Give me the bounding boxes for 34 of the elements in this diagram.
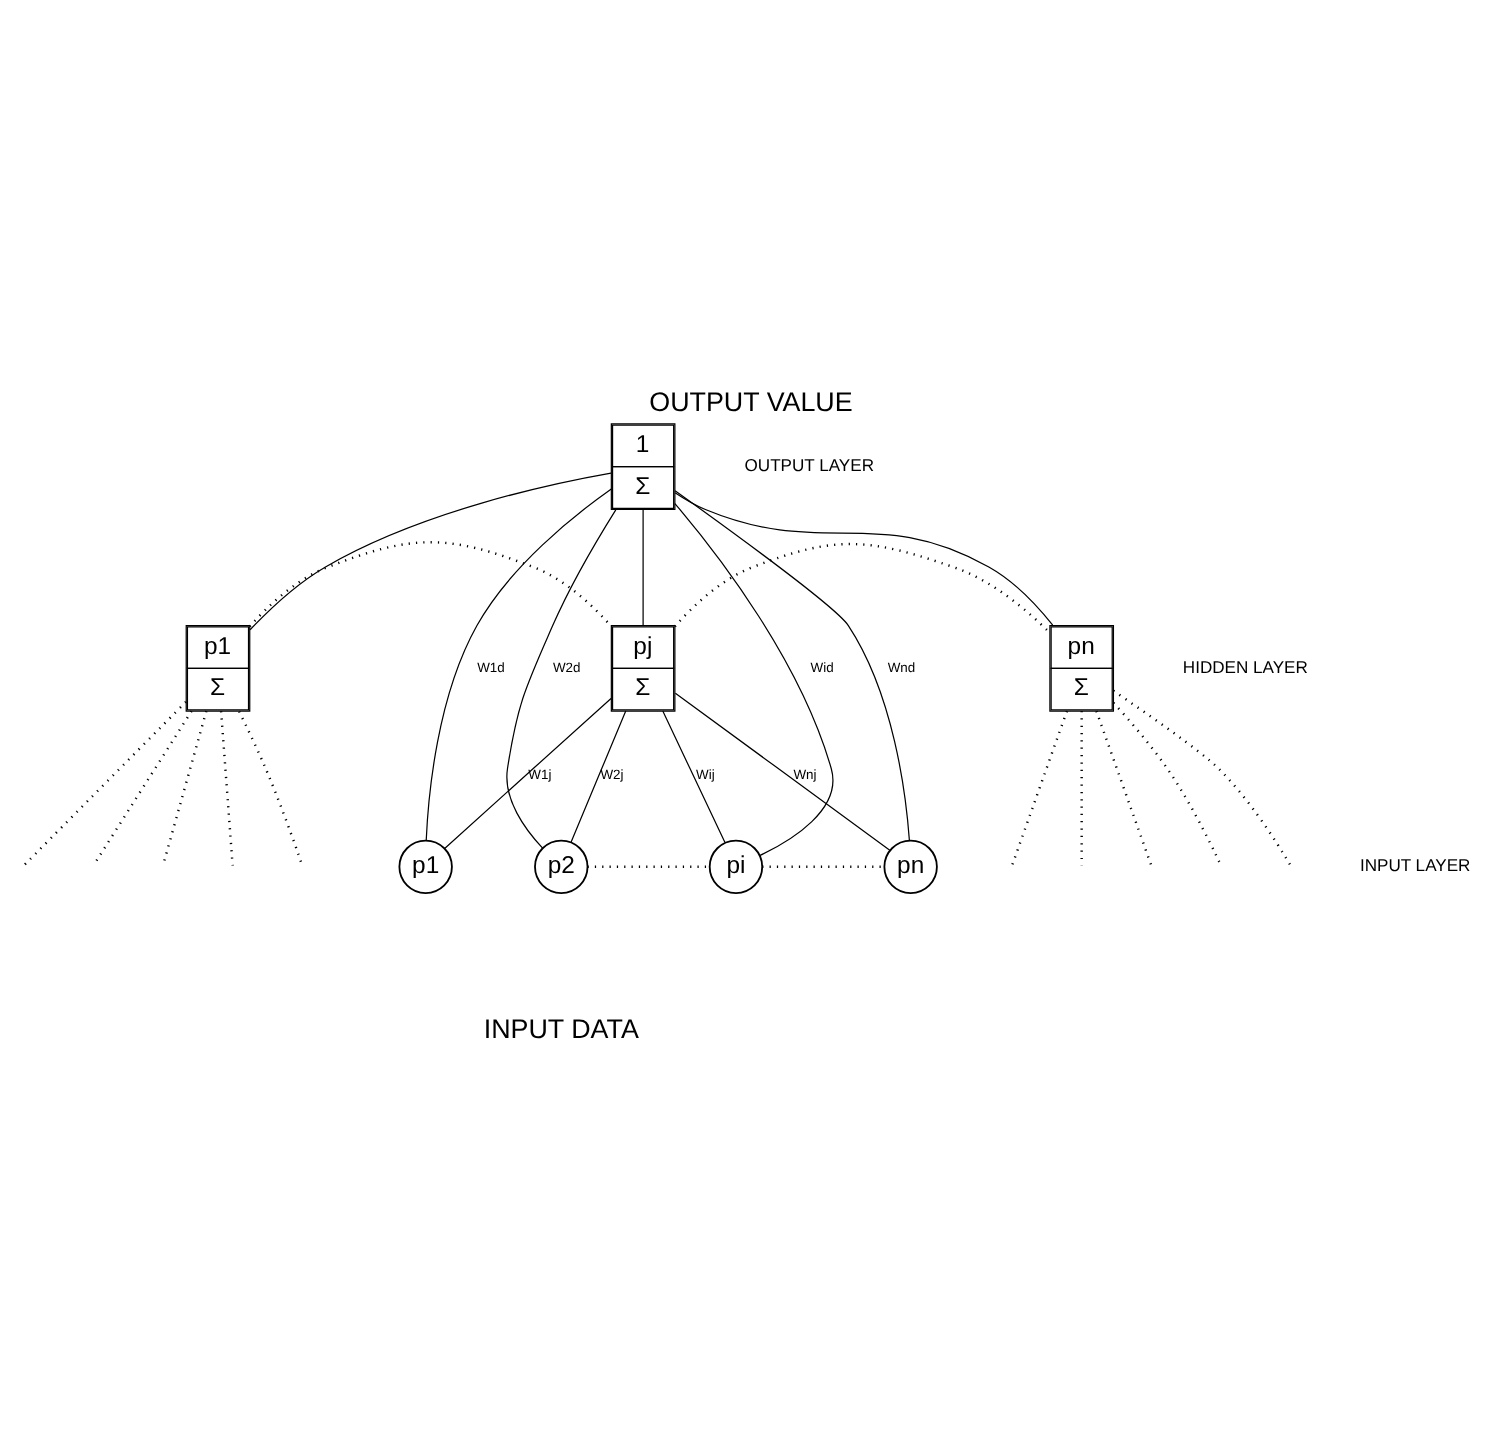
connector bbox=[586, 864, 709, 868]
node-circle: p2 bbox=[533, 838, 588, 893]
connector bbox=[1009, 709, 1068, 865]
label: INPUT LAYER bbox=[1358, 854, 1470, 875]
diagram-title: OUTPUT VALUE bbox=[648, 386, 852, 417]
connector bbox=[91, 709, 192, 866]
caption: INPUT DATA bbox=[482, 1012, 638, 1043]
connector bbox=[218, 710, 233, 865]
connector bbox=[443, 696, 611, 848]
node-circle: pn bbox=[882, 838, 937, 893]
node-circle: pi bbox=[707, 838, 763, 893]
label: HIDDEN LAYER bbox=[1181, 655, 1307, 676]
connector bbox=[673, 491, 1053, 625]
connector bbox=[160, 709, 207, 865]
connector bbox=[641, 508, 643, 625]
connector bbox=[1111, 701, 1221, 865]
connector bbox=[761, 864, 883, 868]
connector bbox=[673, 541, 1050, 633]
connector bbox=[673, 489, 909, 840]
connector bbox=[21, 700, 186, 866]
connector bbox=[673, 691, 890, 850]
connector bbox=[1111, 688, 1291, 866]
connector bbox=[673, 501, 833, 856]
connector bbox=[505, 508, 616, 848]
connector bbox=[1079, 710, 1082, 865]
connector bbox=[247, 540, 612, 627]
label: OUTPUT LAYER bbox=[743, 454, 873, 475]
node-circle: p1 bbox=[397, 838, 452, 893]
connector bbox=[1094, 709, 1152, 865]
connector bbox=[248, 471, 611, 630]
connector bbox=[661, 709, 725, 843]
connector bbox=[569, 709, 626, 842]
connector bbox=[237, 710, 303, 865]
connector bbox=[424, 487, 611, 840]
